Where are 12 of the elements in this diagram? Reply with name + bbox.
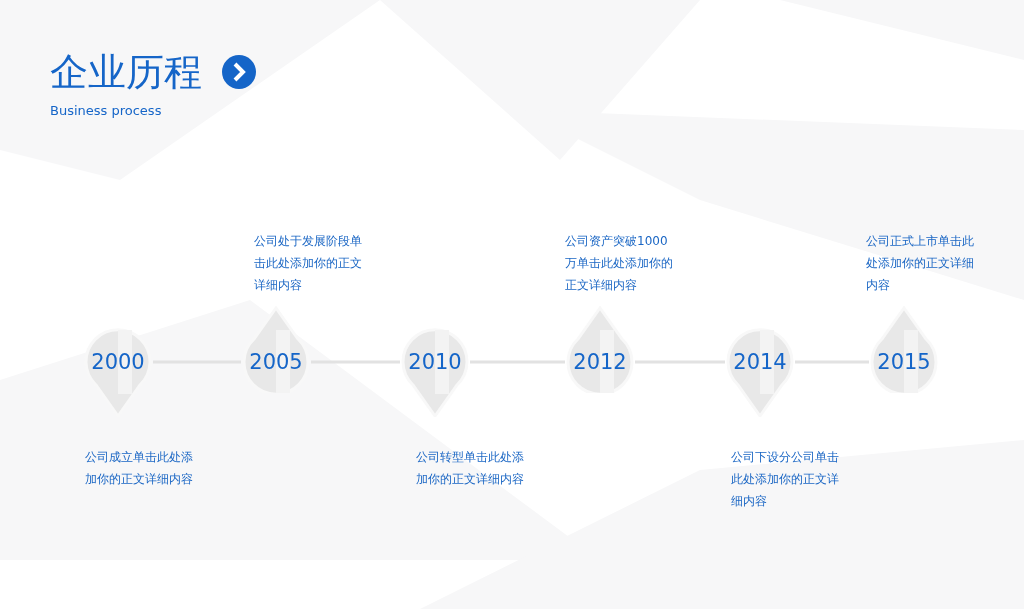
milestone-description: 公司处于发展阶段单击此处添加你的正文详细内容 [254, 233, 363, 294]
subtitle: Business process [50, 103, 162, 118]
milestone-description: 公司正式上市单击此处添加你的正文详细内容 [866, 233, 975, 294]
milestone-description: 公司转型单击此处添加你的正文详细内容 [416, 449, 525, 488]
milestone-description: 公司下设分公司单击此处添加你的正文详细内容 [731, 449, 840, 510]
milestone-description: 公司资产突破1000万单击此处添加你的正文详细内容 [565, 233, 674, 294]
teardrop-marker: 2015 [869, 303, 939, 393]
title: 企业历程 [50, 49, 202, 96]
teardrop-marker: 2010 [400, 327, 470, 417]
teardrop-marker: 2012 [565, 303, 635, 393]
teardrop-marker: 2014 [725, 327, 795, 417]
milestone-description: 公司成立单击此处添加你的正文详细内容 [85, 449, 194, 488]
